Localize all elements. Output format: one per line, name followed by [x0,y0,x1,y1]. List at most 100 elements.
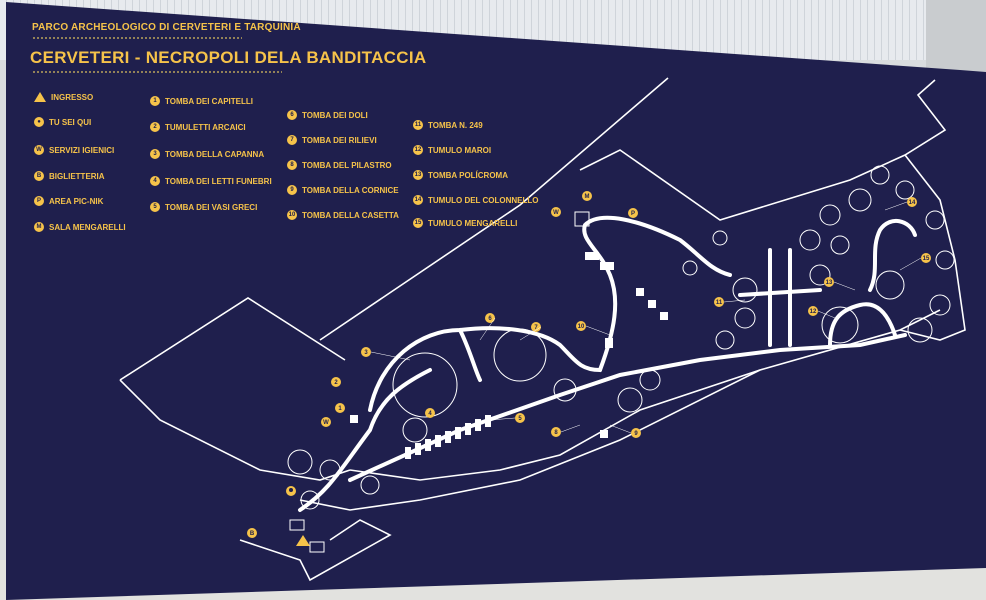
legend-item: INGRESSO [34,92,93,102]
legend-label: TU SEI QUI [49,117,92,127]
number-badge: 13 [413,170,423,180]
legend-item: 8 TOMBA DEL PILASTRO [287,160,392,170]
number-badge: 3 [150,149,160,159]
legend-label: TOMBA N. 249 [428,120,483,130]
marker-you-are-here [286,486,296,496]
marker-13: 13 [824,277,834,287]
ticket-icon: B [34,171,44,181]
museum-icon: M [34,222,44,232]
svg-text:3: 3 [364,350,368,356]
legend-label: TOMBA DEI LETTI FUNEBRI [165,176,272,186]
legend-item: W SERVIZI IGIENICI [34,145,114,155]
marker-15: 15 [921,253,931,263]
number-badge: 11 [413,120,423,130]
marker-W-1: W [321,417,331,427]
marker-14: 14 [907,197,917,207]
marker-7: 7 [531,322,541,332]
legend-label: TOMBA DELLA CORNICE [302,185,399,195]
legend-label: SERVIZI IGIENICI [49,145,115,155]
svg-text:12: 12 [810,309,817,315]
park-boundary [119,77,966,582]
marker-entrance [296,535,310,546]
svg-text:6: 6 [488,316,492,322]
legend-item: 1 TOMBA DEI CAPITELLI [150,96,253,106]
marker-11: 11 [714,297,724,307]
legend-item: P AREA PIC-NIK [34,196,103,206]
marker-8: 8 [551,427,561,437]
number-badge: 14 [413,195,423,205]
legend-item: M SALA MENGARELLI [34,222,126,232]
picnic-icon: P [34,196,44,206]
marker-leaders [370,201,922,434]
number-badge: 10 [287,210,297,220]
svg-text:4: 4 [428,411,432,417]
marker-B: B [247,528,257,538]
tumuli [287,165,955,510]
svg-text:8: 8 [554,430,558,436]
legend-label: TUMULO MAROI [428,145,492,155]
number-badge: 12 [413,145,423,155]
marker-P: P [628,208,638,218]
svg-text:M: M [585,194,590,200]
legend-label: TOMBA DEL PILASTRO [302,160,392,170]
number-badge: 4 [150,176,160,186]
number-badge: 8 [287,160,297,170]
legend-label: TOMBA DEI CAPITELLI [165,96,253,106]
marker-6: 6 [485,313,495,323]
legend-label: TUMULO MENGARELLI [428,218,518,228]
legend-label: BIGLIETTERIA [49,171,105,181]
legend-item: 7 TOMBA DEI RILIEVI [287,135,377,145]
svg-text:11: 11 [716,300,723,306]
marker-W-2: W [551,207,561,217]
marker-12: 12 [808,306,818,316]
marker-2: 2 [331,377,341,387]
number-badge: 1 [150,96,160,106]
legend-label: AREA PIC-NIK [49,196,104,206]
legend-label: TOMBA DEI VASI GRECI [165,202,258,212]
legend-label: TOMBA POLÍCROMA [428,170,508,180]
svg-text:P: P [631,211,635,217]
legend-item: 4 TOMBA DEI LETTI FUNEBRI [150,176,272,186]
map-markers: 1 2 3 4 5 6 7 8 9 10 11 12 13 14 15 W W … [247,191,931,546]
svg-text:13: 13 [826,280,833,286]
marker-9: 9 [631,428,641,438]
marker-3: 3 [361,347,371,357]
svg-text:7: 7 [534,325,538,331]
legend-item: 13 TOMBA POLÍCROMA [413,170,508,180]
legend-item: 12 TUMULO MAROI [413,145,491,155]
svg-text:W: W [323,420,329,426]
legend-label: TOMBA DEI DOLI [302,110,368,120]
svg-text:15: 15 [923,256,930,262]
toilet-icon: W [34,145,44,155]
marker-10: 10 [576,321,586,331]
svg-text:2: 2 [334,380,338,386]
marker-4: 4 [425,408,435,418]
legend-label: TUMULETTI ARCAICI [165,122,246,132]
park-name: PARCO ARCHEOLOGICO DI CERVETERI E TARQUI… [32,22,301,33]
entrance-icon [34,92,46,102]
number-badge: 6 [287,110,297,120]
legend-label: TOMBA DEI RILIEVI [302,135,377,145]
svg-text:B: B [250,531,255,537]
svg-text:10: 10 [578,324,585,330]
legend-item: 10 TOMBA DELLA CASETTA [287,210,399,220]
svg-text:9: 9 [634,431,638,437]
legend-label: TOMBA DELLA CASETTA [302,210,399,220]
legend-item: 6 TOMBA DEI DOLI [287,110,368,120]
number-badge: 2 [150,122,160,132]
legend-label: SALA MENGARELLI [49,222,126,232]
legend-label: INGRESSO [51,92,94,102]
number-badge: 7 [287,135,297,145]
legend-item: 2 TUMULETTI ARCAICI [150,122,246,132]
svg-text:1: 1 [338,406,342,412]
svg-text:5: 5 [518,416,522,422]
legend-item: B BIGLIETTERIA [34,171,105,181]
legend-item: 3 TOMBA DELLA CAPANNA [150,149,264,159]
legend-label: TOMBA DELLA CAPANNA [165,149,265,159]
legend-item: 11 TOMBA N. 249 [413,120,483,130]
marker-1: 1 [335,403,345,413]
